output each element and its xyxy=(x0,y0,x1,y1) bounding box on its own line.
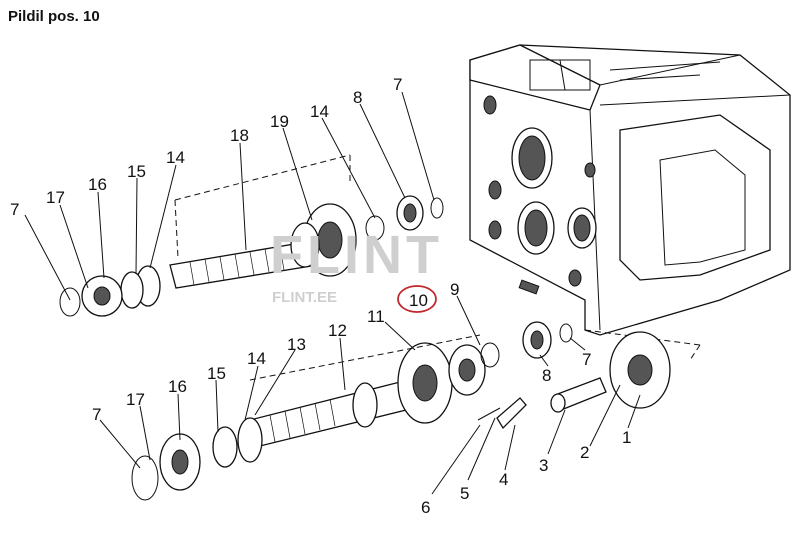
label-5[interactable]: 5 xyxy=(460,484,469,503)
label-3[interactable]: 3 xyxy=(539,456,548,475)
label-2[interactable]: 2 xyxy=(580,443,589,462)
label-17-lower[interactable]: 17 xyxy=(126,390,145,409)
label-8-upper[interactable]: 8 xyxy=(353,88,362,107)
label-17-upper[interactable]: 17 xyxy=(46,188,65,207)
label-7-upper-left[interactable]: 7 xyxy=(10,200,19,219)
label-14-lower[interactable]: 14 xyxy=(247,349,266,368)
label-9[interactable]: 9 xyxy=(450,280,459,299)
gearbox-housing xyxy=(469,44,791,361)
lower-shaft-assembly xyxy=(131,334,500,501)
watermark-url: FLINT.EE xyxy=(272,289,337,306)
label-12[interactable]: 12 xyxy=(328,321,347,340)
watermark-text: FLINT xyxy=(270,225,443,285)
label-8-right[interactable]: 8 xyxy=(542,366,551,385)
upper-shaft-assembly xyxy=(59,154,444,317)
label-1[interactable]: 1 xyxy=(622,428,631,447)
label-4[interactable]: 4 xyxy=(499,470,508,489)
label-16-lower[interactable]: 16 xyxy=(168,377,187,396)
label-7-lower-left[interactable]: 7 xyxy=(92,405,101,424)
label-11[interactable]: 11 xyxy=(367,307,385,326)
page-title: Pildil pos. 10 xyxy=(8,8,100,25)
label-10[interactable]: 10 xyxy=(409,291,428,310)
label-7-right[interactable]: 7 xyxy=(582,350,591,369)
part-labels: 10 1 2 3 4 5 6 7 7 7 7 8 8 9 11 12 13 14… xyxy=(10,75,631,517)
label-16-upper[interactable]: 16 xyxy=(88,175,107,194)
label-15-upper[interactable]: 15 xyxy=(127,162,146,181)
label-19[interactable]: 19 xyxy=(270,112,289,131)
label-15-lower[interactable]: 15 xyxy=(207,364,226,383)
highlight-ring xyxy=(397,285,437,313)
label-14-top[interactable]: 14 xyxy=(310,102,329,121)
label-13[interactable]: 13 xyxy=(287,335,306,354)
label-14-upper-left[interactable]: 14 xyxy=(166,148,185,167)
watermark: FLINT FLINT.EE xyxy=(270,225,443,306)
label-18[interactable]: 18 xyxy=(230,126,249,145)
leader-lines xyxy=(24,91,641,495)
idler-gear-parts xyxy=(477,321,671,430)
label-6[interactable]: 6 xyxy=(421,498,430,517)
label-7-upper-right[interactable]: 7 xyxy=(393,75,402,94)
